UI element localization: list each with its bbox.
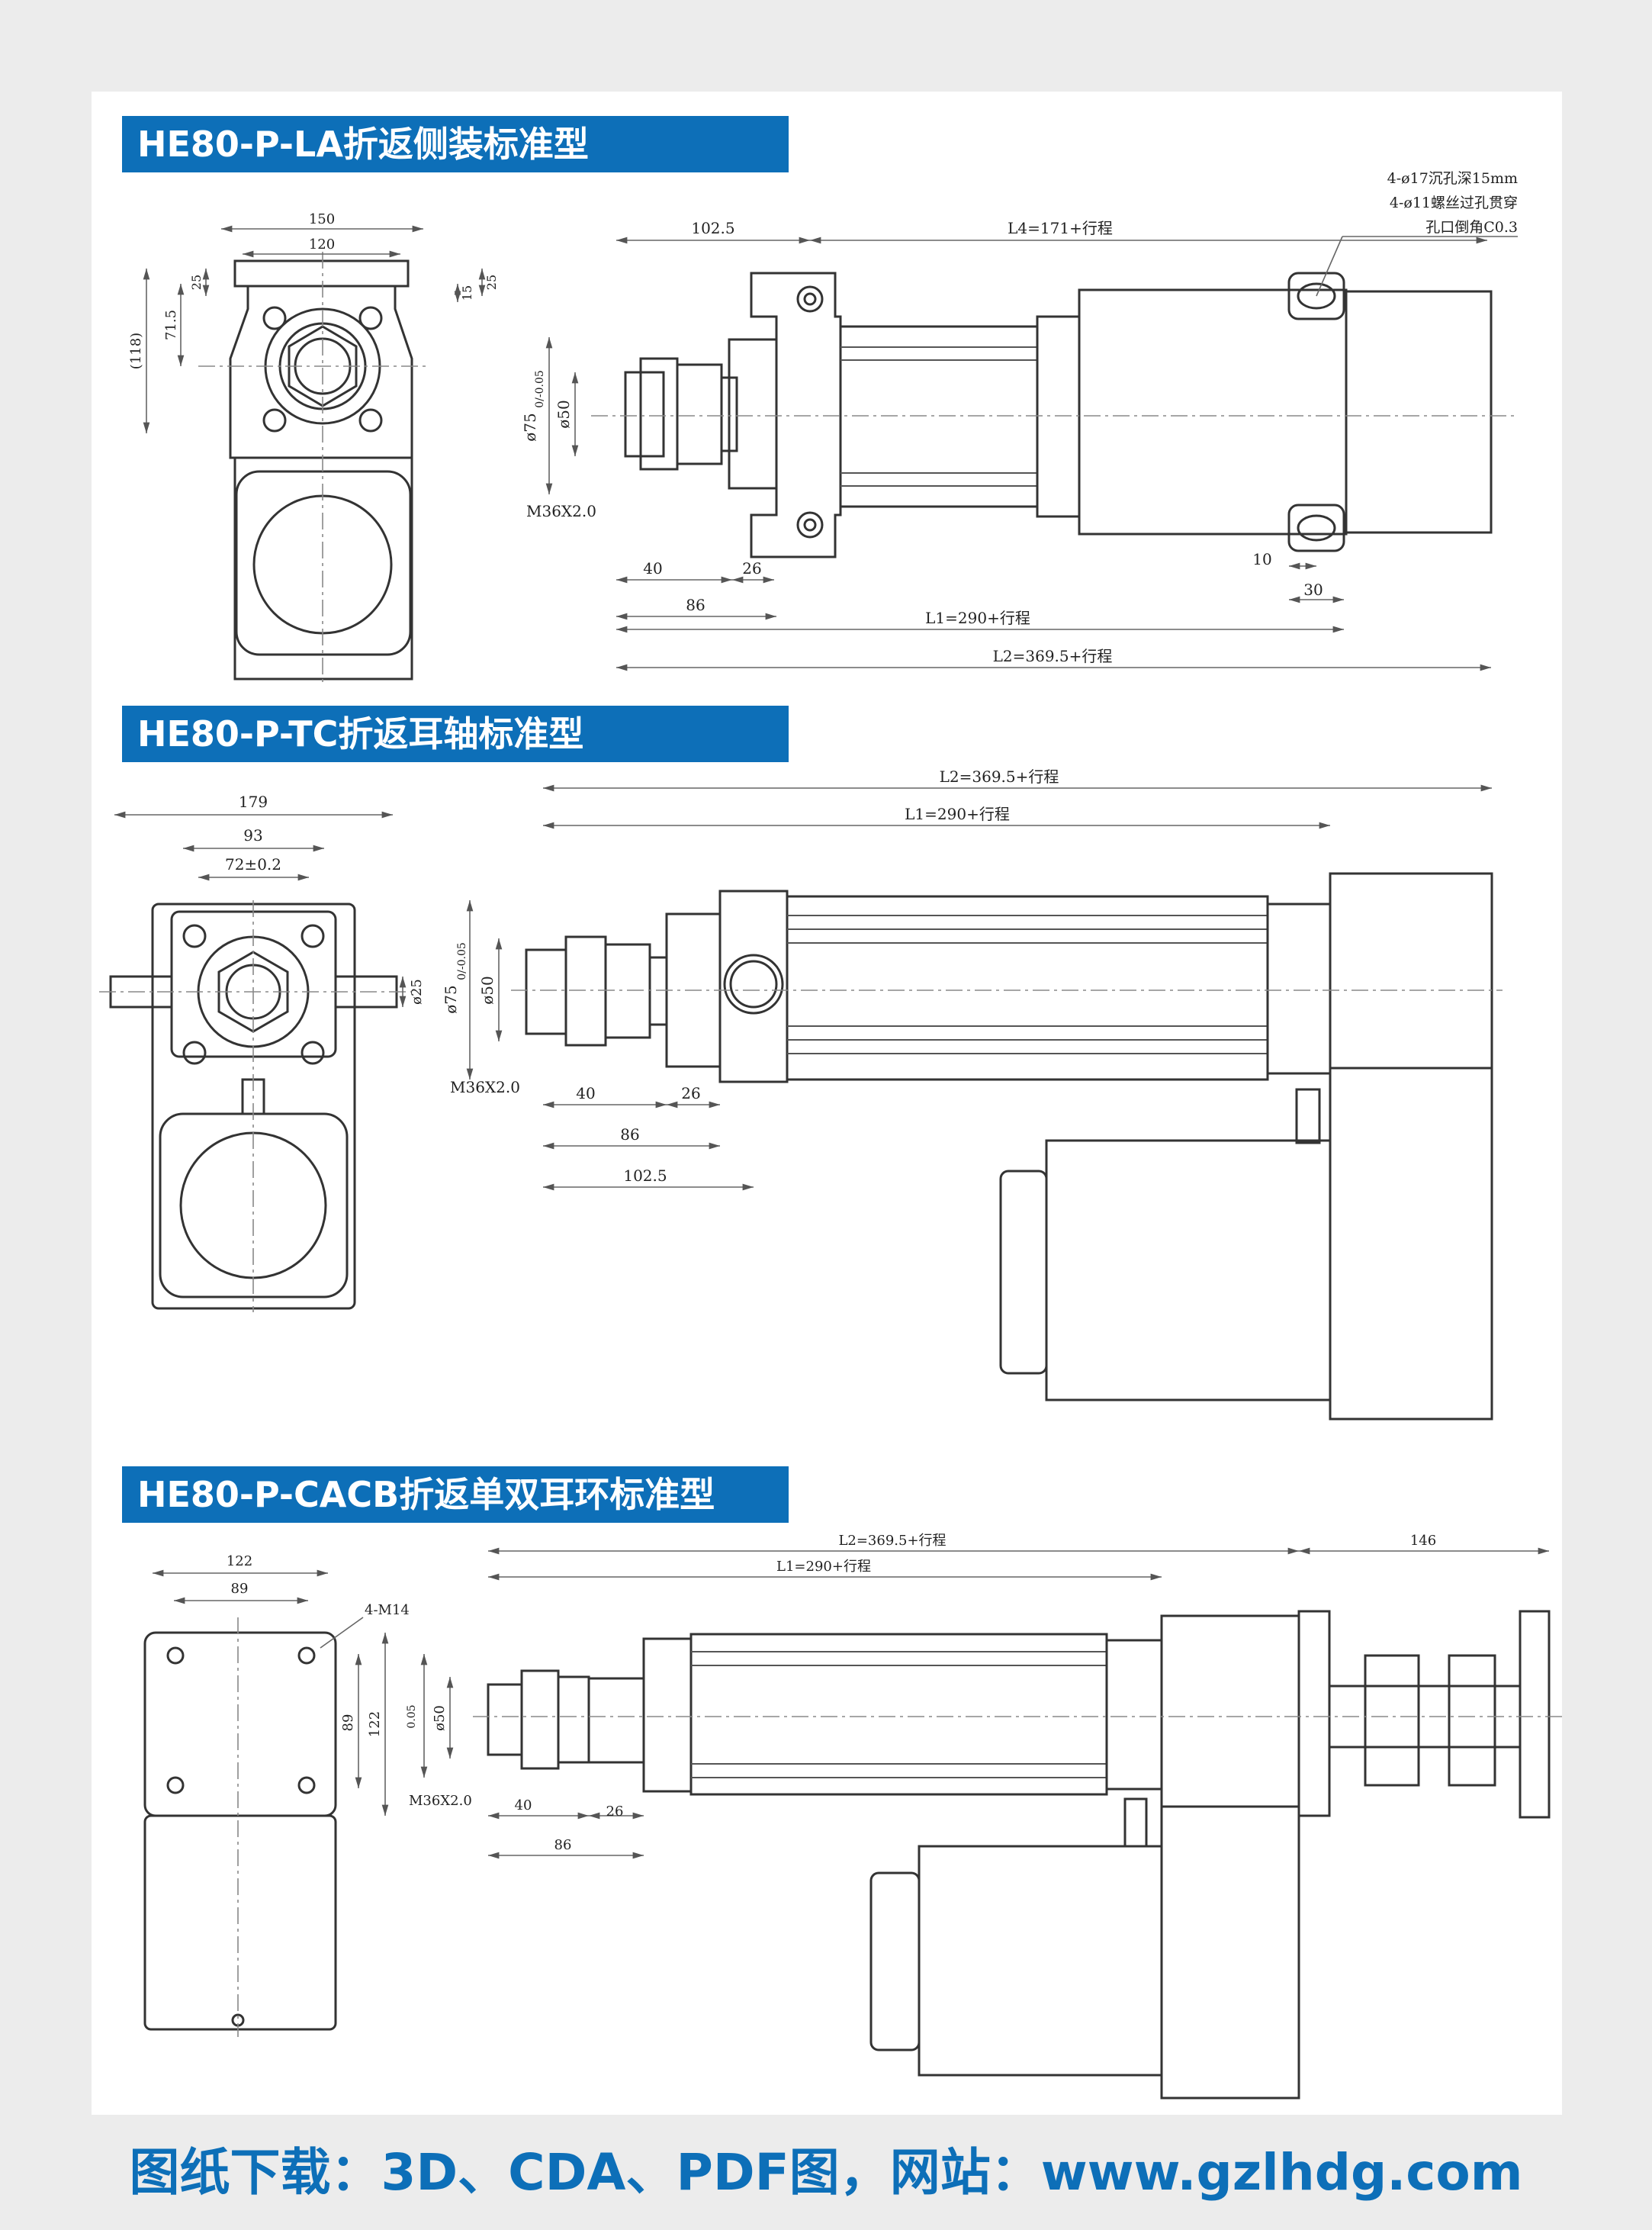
dim-L2: L2=369.5+行程 — [838, 1533, 946, 1549]
tol-phi75: 0/-0.05 — [534, 370, 546, 408]
section-title-tc: HE80-P-TC折返耳轴标准型 — [122, 706, 789, 762]
dim-102-5: 102.5 — [691, 219, 734, 237]
dim-26: 26 — [681, 1084, 700, 1102]
dim-L1: L1=290+行程 — [776, 1559, 871, 1575]
note-line-1: 4-ø17沉孔深15mm — [1387, 170, 1518, 187]
dim-L4: L4=171+行程 — [1008, 219, 1113, 237]
dim-phi75: ø75 — [442, 985, 460, 1014]
dim-150: 150 — [309, 211, 335, 227]
dim-93: 93 — [243, 826, 262, 845]
footer-download-note: 图纸下载：3D、CDA、PDF图，网站：www.gzlhdg.com — [129, 2143, 1523, 2202]
la-side-view: 102.5 L4=171+行程 4-ø17沉孔深15mm 4-ø11螺丝过孔贯穿… — [521, 170, 1518, 671]
dim-L2: L2=369.5+行程 — [993, 647, 1113, 665]
dim-25-right: 25 — [484, 275, 499, 290]
dim-L1: L1=290+行程 — [905, 805, 1010, 823]
dim-15: 15 — [460, 285, 474, 301]
dim-phi50: ø50 — [478, 976, 497, 1005]
dim-phi25: ø25 — [409, 979, 425, 1005]
note-line-2: 4-ø11螺丝过孔贯穿 — [1390, 195, 1518, 211]
dim-86: 86 — [554, 1837, 572, 1853]
dim-86: 86 — [620, 1125, 639, 1144]
dim-phi50: ø50 — [432, 1705, 448, 1731]
dim-102-5: 102.5 — [623, 1166, 667, 1185]
tol-partial: 0.05 — [406, 1704, 418, 1728]
dim-118: (118) — [128, 333, 144, 369]
dim-26: 26 — [742, 559, 761, 578]
cacb-side-view: L2=369.5+行程 146 L1=290+行程 0.05 ø50 M36X2… — [406, 1533, 1564, 2100]
thread-label: M36X2.0 — [409, 1793, 472, 1809]
section-title-cacb: HE80-P-CACB折返单双耳环标准型 — [122, 1466, 789, 1523]
dim-L2: L2=369.5+行程 — [940, 767, 1059, 786]
dim-71-5: 71.5 — [163, 310, 179, 340]
dim-122-height: 122 — [367, 1711, 383, 1737]
section-title-la: HE80-P-LA折返侧装标准型 — [122, 116, 789, 172]
la-end-view: 150 120 (118) 71.5 25 15 25 — [128, 211, 499, 687]
dim-89-height: 89 — [340, 1714, 356, 1732]
dim-72: 72±0.2 — [225, 855, 281, 874]
dim-86: 86 — [686, 596, 705, 614]
dim-146: 146 — [1410, 1533, 1436, 1549]
dim-40: 40 — [515, 1797, 532, 1813]
dim-phi50: ø50 — [554, 400, 573, 429]
dim-30: 30 — [1303, 581, 1323, 599]
dim-40: 40 — [576, 1084, 595, 1102]
dim-L1: L1=290+行程 — [925, 609, 1030, 627]
dim-phi75: ø75 — [521, 413, 539, 442]
dim-10: 10 — [1252, 550, 1271, 568]
note-line-3: 孔口倒角C0.3 — [1425, 219, 1518, 236]
dim-40: 40 — [643, 559, 662, 578]
dim-26: 26 — [606, 1804, 624, 1820]
tc-end-view: 179 93 72±0.2 ø25 — [99, 793, 425, 1312]
dim-122-width: 122 — [227, 1553, 252, 1569]
dim-120: 120 — [309, 237, 335, 253]
dim-25-left: 25 — [189, 275, 204, 290]
thread-label: M36X2.0 — [450, 1078, 520, 1096]
tc-side-view: L2=369.5+行程 L1=290+行程 ø75 0/-0.05 ø50 M3… — [442, 767, 1503, 1421]
holes-label: 4-M14 — [365, 1602, 410, 1618]
thread-label: M36X2.0 — [526, 502, 596, 520]
cacb-end-view: 122 89 4-M14 89 122 — [143, 1553, 410, 2037]
tol-phi75: 0/-0.05 — [456, 942, 468, 980]
dim-179: 179 — [239, 793, 268, 811]
dim-89-width: 89 — [231, 1581, 249, 1597]
